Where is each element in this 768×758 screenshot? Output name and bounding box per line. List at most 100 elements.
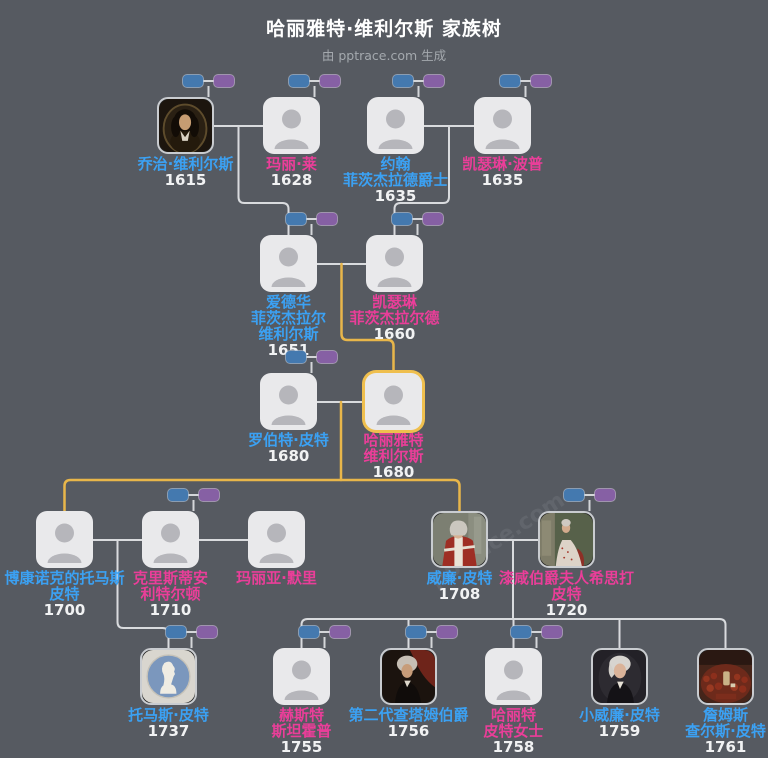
portrait-image bbox=[159, 99, 212, 152]
person-node-cathpope[interactable] bbox=[474, 97, 531, 154]
person-node-kathfitz[interactable] bbox=[366, 235, 423, 292]
person-name: 玛丽·莱 bbox=[266, 155, 317, 173]
father-mini-icon[interactable] bbox=[284, 350, 307, 364]
person-name: 玛丽亚·默里 bbox=[236, 569, 317, 587]
person-node-harrietv[interactable] bbox=[365, 373, 422, 430]
avatar-icon bbox=[271, 385, 306, 425]
avatar-icon bbox=[485, 109, 520, 149]
person-name: 哈丽雅特 bbox=[363, 431, 424, 449]
mother-mini-icon[interactable] bbox=[593, 488, 616, 502]
father-mini-icon[interactable] bbox=[284, 212, 307, 226]
person-name: 威廉·皮特 bbox=[426, 569, 493, 587]
mother-mini-icon[interactable] bbox=[315, 350, 338, 364]
parents-mini-pair bbox=[166, 488, 220, 515]
person-name: 维利尔斯 bbox=[258, 325, 319, 343]
person-year: 1737 bbox=[147, 722, 190, 740]
person-name: 爱德华 bbox=[265, 293, 311, 311]
father-mini-icon[interactable] bbox=[287, 74, 310, 88]
person-portrait-william[interactable] bbox=[431, 511, 488, 568]
person-name: 菲茨杰拉尔德 bbox=[349, 309, 440, 327]
person-year: 1615 bbox=[164, 171, 207, 189]
person-node-hesters[interactable] bbox=[273, 648, 330, 705]
person-node-john[interactable] bbox=[367, 97, 424, 154]
mother-mini-icon[interactable] bbox=[529, 74, 552, 88]
person-name: 赫斯特 bbox=[278, 706, 324, 724]
person-portrait-williamy[interactable] bbox=[591, 648, 648, 705]
parents-mini-pair bbox=[287, 74, 341, 101]
father-mini-icon[interactable] bbox=[297, 625, 320, 639]
person-name: 托马斯·皮特 bbox=[128, 706, 209, 724]
mother-mini-icon[interactable] bbox=[197, 488, 220, 502]
father-mini-icon[interactable] bbox=[509, 625, 532, 639]
person-name: 利特尔顿 bbox=[140, 585, 201, 603]
person-name: 皮特 bbox=[49, 585, 80, 603]
person-name: 罗伯特·皮特 bbox=[248, 431, 329, 449]
avatar-icon bbox=[284, 660, 319, 700]
mother-mini-icon[interactable] bbox=[421, 212, 444, 226]
person-name: 漆咸伯爵夫人希思打 bbox=[498, 569, 634, 587]
person-node-robert[interactable] bbox=[260, 373, 317, 430]
person-portrait-hesterg[interactable] bbox=[538, 511, 595, 568]
father-mini-icon[interactable] bbox=[390, 212, 413, 226]
person-portrait-james[interactable] bbox=[697, 648, 754, 705]
parents-mini-pair bbox=[297, 625, 351, 652]
father-mini-icon[interactable] bbox=[166, 488, 189, 502]
father-mini-icon[interactable] bbox=[562, 488, 585, 502]
father-mini-icon[interactable] bbox=[498, 74, 521, 88]
avatar-icon bbox=[377, 247, 412, 287]
person-node-maria[interactable] bbox=[248, 511, 305, 568]
person-year: 1756 bbox=[387, 722, 430, 740]
person-node-harrietp[interactable] bbox=[485, 648, 542, 705]
mother-mini-icon[interactable] bbox=[540, 625, 563, 639]
mother-mini-icon[interactable] bbox=[212, 74, 235, 88]
mother-mini-icon[interactable] bbox=[315, 212, 338, 226]
parents-mini-pair bbox=[509, 625, 563, 652]
person-name: 约翰 bbox=[380, 155, 411, 173]
person-portrait-thomas1737[interactable] bbox=[140, 648, 197, 705]
person-node-thomasb[interactable] bbox=[36, 511, 93, 568]
mother-mini-icon[interactable] bbox=[195, 625, 218, 639]
person-name: 查尔斯·皮特 bbox=[685, 722, 766, 740]
portrait-image bbox=[142, 650, 195, 703]
person-name: 克里斯蒂安 bbox=[132, 569, 208, 587]
person-year: 1700 bbox=[43, 601, 86, 619]
person-name: 斯坦霍普 bbox=[271, 722, 332, 740]
avatar-icon bbox=[496, 660, 531, 700]
father-mini-icon[interactable] bbox=[164, 625, 187, 639]
avatar-icon bbox=[378, 109, 413, 149]
person-node-edward[interactable] bbox=[260, 235, 317, 292]
person-year: 1680 bbox=[372, 463, 415, 481]
portrait-image bbox=[540, 513, 593, 566]
person-portrait-chatham[interactable] bbox=[380, 648, 437, 705]
person-year: 1628 bbox=[270, 171, 313, 189]
mother-mini-icon[interactable] bbox=[435, 625, 458, 639]
person-year: 1708 bbox=[438, 585, 481, 603]
person-name: 凯瑟琳 bbox=[371, 293, 417, 311]
person-portrait-george[interactable] bbox=[157, 97, 214, 154]
parents-mini-pair bbox=[391, 74, 445, 101]
person-name: 皮特女士 bbox=[483, 722, 544, 740]
mother-mini-icon[interactable] bbox=[422, 74, 445, 88]
portrait-image bbox=[699, 650, 752, 703]
mother-mini-icon[interactable] bbox=[328, 625, 351, 639]
father-mini-icon[interactable] bbox=[391, 74, 414, 88]
person-year: 1635 bbox=[481, 171, 524, 189]
portrait-image bbox=[433, 513, 486, 566]
avatar-icon bbox=[153, 523, 188, 563]
person-node-christian[interactable] bbox=[142, 511, 199, 568]
father-mini-icon[interactable] bbox=[181, 74, 204, 88]
portrait-image bbox=[382, 650, 435, 703]
parents-mini-pair bbox=[498, 74, 552, 101]
mother-mini-icon[interactable] bbox=[318, 74, 341, 88]
father-mini-icon[interactable] bbox=[404, 625, 427, 639]
portrait-image bbox=[593, 650, 646, 703]
person-node-mary[interactable] bbox=[263, 97, 320, 154]
person-year: 1635 bbox=[374, 187, 417, 205]
